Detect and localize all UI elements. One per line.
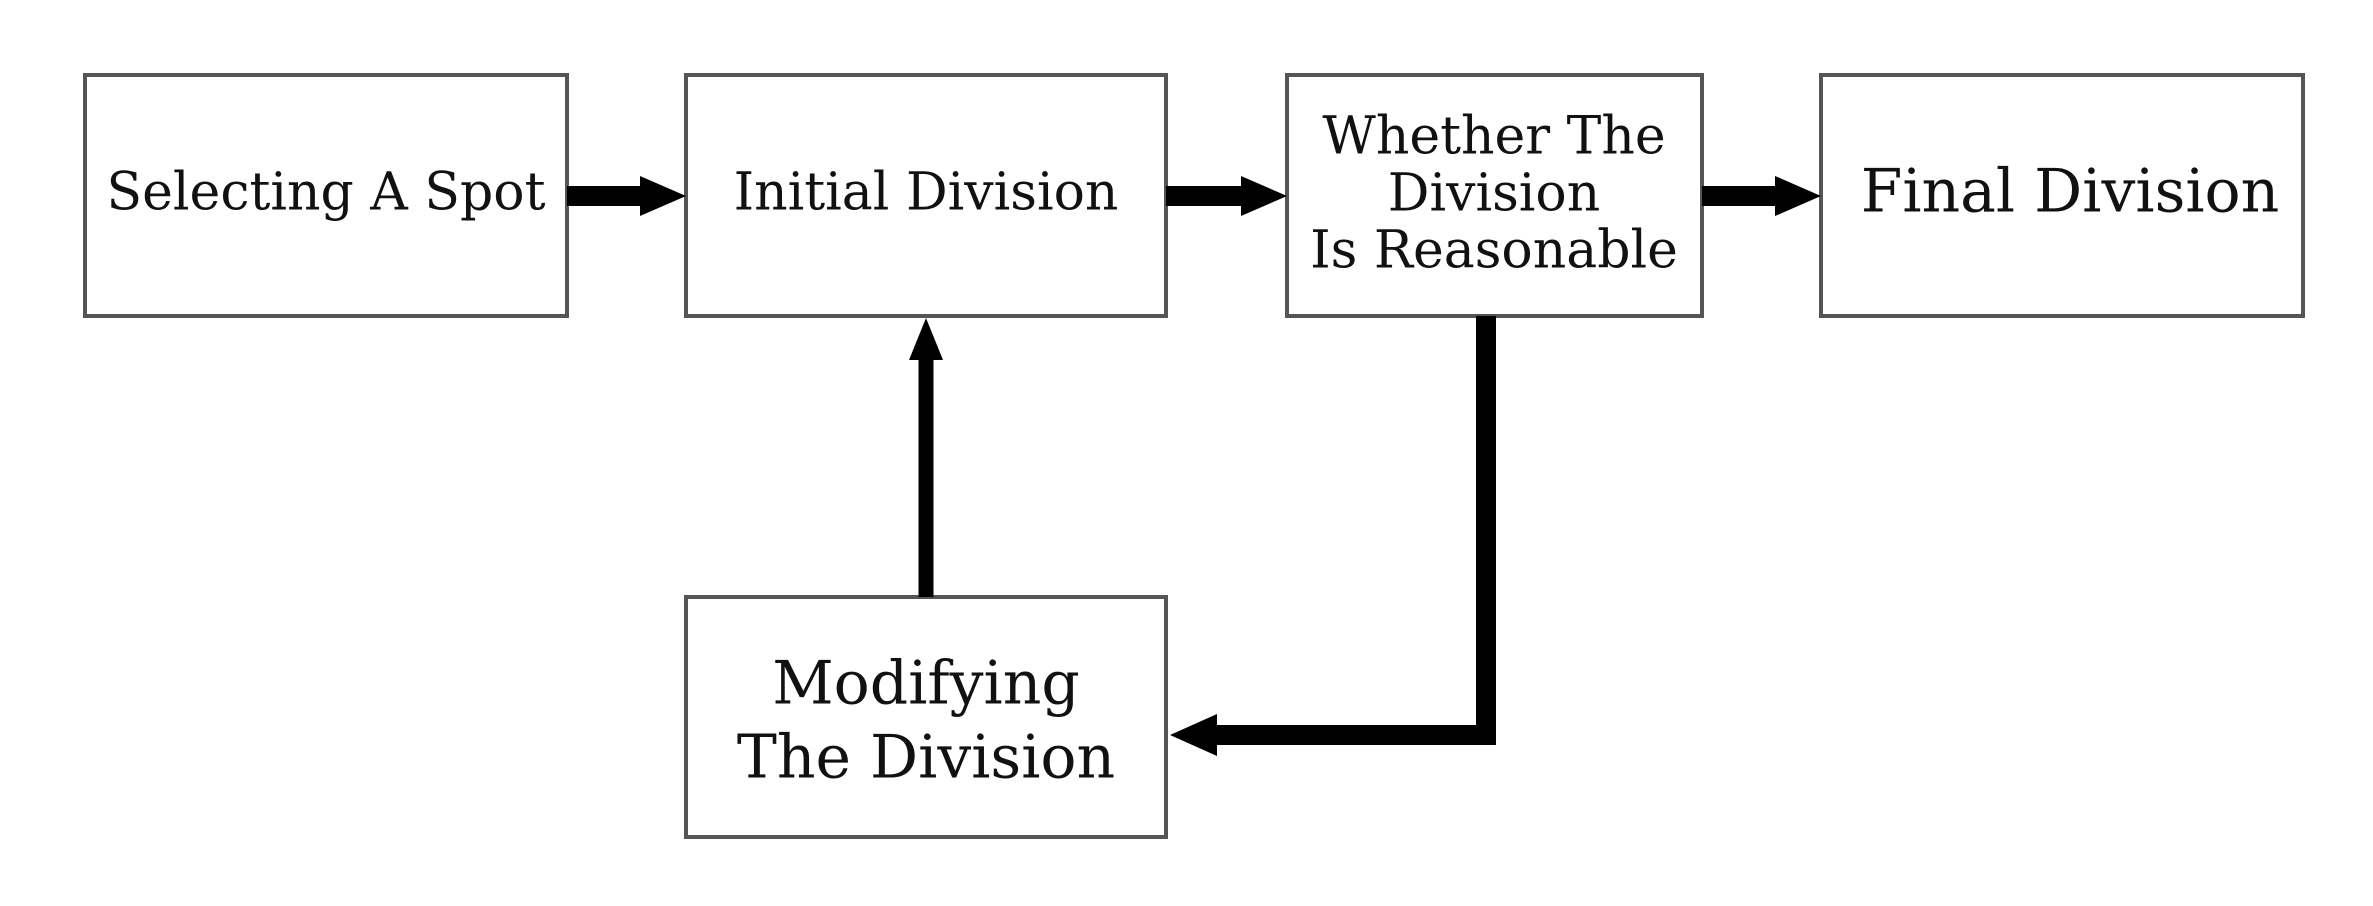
arrow-initial-to-decision (1166, 176, 1287, 216)
node-label: Initial Division (734, 163, 1119, 223)
arrow-decision-to-modifying (1170, 316, 1496, 756)
arrow-head (1170, 714, 1217, 756)
arrow-head (909, 318, 943, 360)
node-label: Final Division (1861, 157, 2280, 227)
node-label-line-2: Division (1388, 164, 1600, 224)
node-label-line-1: Whether The (1322, 107, 1665, 167)
arrow-head (1775, 176, 1821, 216)
node-box (684, 73, 1168, 318)
node-final-division: Final Division (1819, 73, 2305, 318)
node-whether-division-reasonable: Whether The Division Is Reasonable (1285, 73, 1704, 318)
node-box (1819, 73, 2305, 318)
arrow-decision-to-final (1702, 176, 1821, 216)
node-selecting-a-spot: Selecting A Spot (83, 73, 569, 318)
node-label-line-3: Is Reasonable (1310, 221, 1678, 281)
arrow-shaft (1212, 316, 1496, 745)
node-box (1285, 73, 1704, 318)
node-initial-division: Initial Division (684, 73, 1168, 318)
node-label-line-2: The Division (737, 723, 1115, 793)
arrow-head (1241, 176, 1287, 216)
arrow-selecting-to-initial (567, 176, 686, 216)
arrow-modifying-to-initial (909, 318, 943, 597)
node-box (83, 73, 569, 318)
node-label: Selecting A Spot (107, 163, 546, 223)
node-label-line-1: Modifying (772, 649, 1080, 719)
node-modifying-division: Modifying The Division (684, 595, 1168, 839)
node-box (684, 595, 1168, 839)
arrow-head (640, 176, 686, 216)
